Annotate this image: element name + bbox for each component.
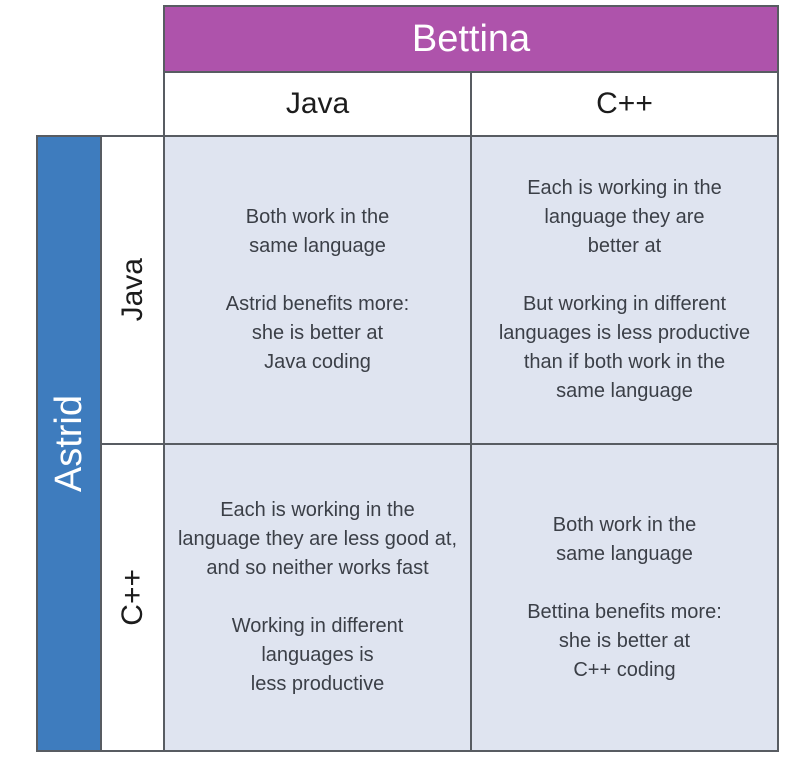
column-header-java: Java bbox=[163, 71, 472, 137]
cell-astrid-cpp-bettina-java-text: Each is working in the language they are… bbox=[177, 499, 458, 695]
row-player-name: Astrid bbox=[47, 394, 90, 493]
row-header-cpp: C++ bbox=[100, 443, 165, 752]
cell-astrid-java-bettina-cpp: Each is working in the language they are… bbox=[470, 135, 779, 445]
column-header-cpp: C++ bbox=[470, 71, 779, 137]
row-header-java: Java bbox=[100, 135, 165, 445]
cell-astrid-java-bettina-java: Both work in the same language Astrid be… bbox=[163, 135, 472, 445]
column-player-name: Bettina bbox=[411, 17, 531, 60]
column-header-java-label: Java bbox=[285, 87, 350, 120]
row-header-cpp-label: C++ bbox=[115, 569, 149, 626]
row-player-banner: Astrid bbox=[36, 135, 102, 752]
cell-astrid-cpp-bettina-cpp-text: Both work in the same language Bettina b… bbox=[527, 513, 722, 681]
cell-astrid-cpp-bettina-java: Each is working in the language they are… bbox=[163, 443, 472, 752]
row-header-java-label: Java bbox=[115, 258, 149, 322]
cell-astrid-java-bettina-cpp-text: Each is working in the language they are… bbox=[498, 177, 751, 402]
column-player-banner: Bettina bbox=[163, 5, 779, 73]
column-header-cpp-label: C++ bbox=[596, 87, 653, 120]
cell-astrid-cpp-bettina-cpp: Both work in the same language Bettina b… bbox=[470, 443, 779, 752]
cell-astrid-java-bettina-java-text: Both work in the same language Astrid be… bbox=[225, 206, 410, 373]
